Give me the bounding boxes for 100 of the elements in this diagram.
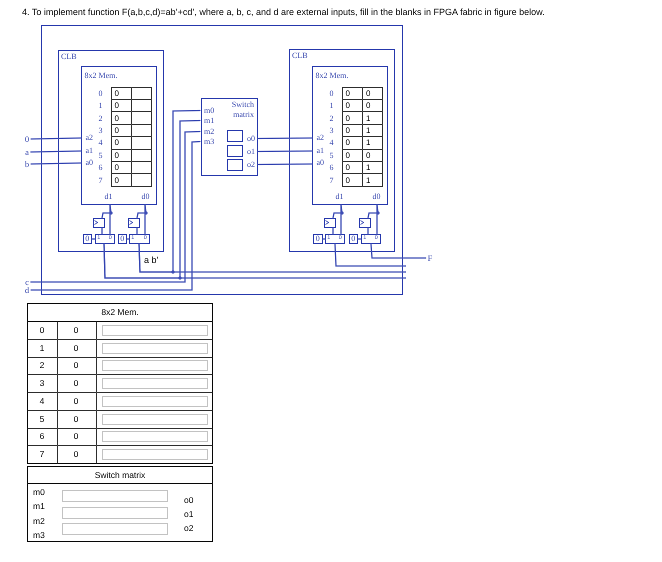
memory-bit: 0 xyxy=(346,101,350,110)
address-label: 6 xyxy=(330,163,334,172)
memory-bit: 1 xyxy=(366,163,370,172)
flip-flop xyxy=(128,218,140,228)
port-label: m3 xyxy=(204,136,214,146)
wire xyxy=(358,238,361,240)
signal-name: a xyxy=(24,148,30,156)
address-label: 5 xyxy=(330,150,334,160)
memory-bit: 0 xyxy=(346,114,350,122)
address-label: 4 xyxy=(98,138,102,148)
port-label: o1 xyxy=(184,510,194,518)
wire xyxy=(332,228,334,234)
constant-value: 0 xyxy=(85,234,90,244)
constant-box xyxy=(118,234,127,244)
wire xyxy=(30,162,82,165)
table-header: Switch matrix xyxy=(94,470,146,480)
address-label: 1 xyxy=(98,101,102,110)
memory-bit: 0 xyxy=(114,101,119,110)
memory-bit: 0 xyxy=(366,88,370,98)
multiplexer xyxy=(95,234,115,244)
memory-bit: 0 xyxy=(114,114,119,122)
memory-bit: 1 xyxy=(366,114,370,122)
flip-flop xyxy=(359,218,371,228)
memory-bit: 0 xyxy=(346,126,350,135)
pin-label: d0 xyxy=(142,192,150,201)
bit-value: 0 xyxy=(74,432,78,442)
multiplexer xyxy=(129,234,150,244)
question-text: 4. To implement function F(a,b,c,d)=ab’+cd’, where a, b, c, and d are external inputs, fill in the blanks in FPGA fabric in figure below. xyxy=(22,7,545,17)
address-value: 6 xyxy=(40,432,44,442)
multiplexer xyxy=(361,234,381,244)
constant-value: 0 xyxy=(316,234,320,244)
wire xyxy=(332,204,343,218)
bit-value: 0 xyxy=(74,344,78,353)
wire xyxy=(138,244,406,273)
edge-label: a b’ xyxy=(143,255,160,265)
port-label: o2 xyxy=(184,524,194,532)
bit-value: 0 xyxy=(74,396,78,406)
pin-label: a0 xyxy=(316,158,324,167)
wire xyxy=(258,163,312,166)
port-label: m3 xyxy=(33,530,45,540)
signal-name: c xyxy=(24,278,30,286)
address-label: 0 xyxy=(330,88,334,98)
signal-name: 0 xyxy=(23,135,31,143)
wire xyxy=(136,228,138,234)
address-label: 0 xyxy=(98,88,102,98)
clb-block xyxy=(288,48,394,252)
memory-bit: 0 xyxy=(114,176,119,184)
address-value: 1 xyxy=(40,344,44,353)
address-label: 1 xyxy=(330,101,334,110)
port-label: m0 xyxy=(33,488,45,496)
port-label: m2 xyxy=(204,126,214,136)
constant-value: 0 xyxy=(351,234,356,244)
memory-bit: 0 xyxy=(366,150,370,160)
switch-title: Switch matrix xyxy=(232,100,254,120)
wire xyxy=(136,204,147,218)
pin-label: a2 xyxy=(86,133,94,142)
memory-bit: 1 xyxy=(366,176,370,184)
bit-value: 0 xyxy=(74,450,78,460)
wire xyxy=(370,244,426,259)
bit-value: 0 xyxy=(74,326,78,335)
multiplexer xyxy=(325,234,345,244)
flip-flop xyxy=(324,218,336,228)
switch-slot xyxy=(227,145,243,157)
memory-bit: 0 xyxy=(114,163,119,172)
wire xyxy=(109,205,111,234)
block-title: CLB xyxy=(292,50,308,60)
address-value: 2 xyxy=(40,361,44,370)
wire xyxy=(323,238,325,240)
block-title: CLB xyxy=(61,52,77,60)
wire xyxy=(101,204,112,218)
address-value: 5 xyxy=(40,414,44,424)
wire xyxy=(127,238,129,240)
address-label: 5 xyxy=(98,150,102,160)
memory-bit: 0 xyxy=(346,88,350,98)
fabric-frame xyxy=(41,25,403,295)
signal-name: b xyxy=(23,160,31,168)
pin-label: d1 xyxy=(104,192,112,201)
pin-label: a2 xyxy=(316,133,324,142)
switch-matrix xyxy=(200,98,258,176)
port-label: o2 xyxy=(247,160,255,168)
memory-bit: 0 xyxy=(346,163,350,172)
memory-title: 8x2 Mem. xyxy=(84,71,118,80)
wire xyxy=(92,238,95,240)
address-value: 3 xyxy=(40,379,44,388)
memory-bit: 0 xyxy=(346,138,350,148)
signal-name: d xyxy=(23,286,31,294)
address-label: 2 xyxy=(98,114,102,122)
wire xyxy=(258,137,312,140)
table-header: 8x2 Mem. xyxy=(101,308,139,317)
constant-box xyxy=(83,234,92,244)
memory-bit: 0 xyxy=(346,150,350,160)
port-label: m1 xyxy=(33,502,45,510)
pin-label: a0 xyxy=(86,158,94,167)
pin-label: a1 xyxy=(316,146,324,155)
address-label: 6 xyxy=(98,163,102,172)
memory-bit: 0 xyxy=(366,101,370,110)
wire xyxy=(144,205,146,234)
port-label: o0 xyxy=(247,134,255,142)
memory-block xyxy=(312,66,388,205)
wire xyxy=(103,244,406,279)
